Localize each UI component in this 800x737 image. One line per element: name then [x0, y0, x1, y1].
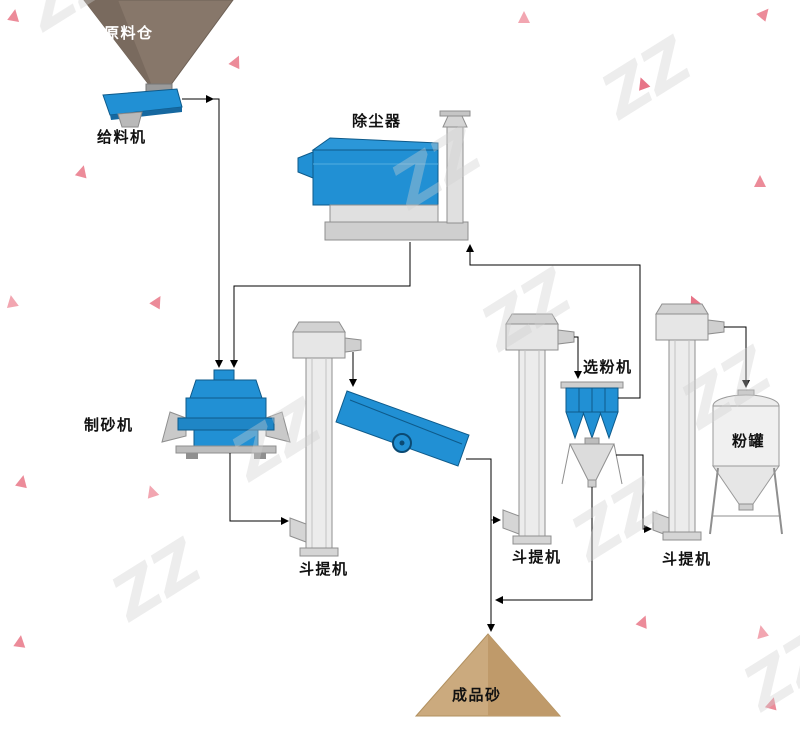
feeder-machine: [102, 88, 183, 128]
watermark: ZZ: [588, 23, 706, 134]
bucket-elevator-3: [652, 303, 725, 541]
label-elevator-2: 斗提机: [512, 548, 562, 566]
label-feeder: 给料机: [97, 128, 147, 146]
label-powder-tank: 粉罐: [732, 432, 766, 450]
flow-classifier-to-product: [495, 487, 593, 604]
flow-dust-return: [230, 242, 411, 368]
flow-classifier-air-duct: [466, 244, 641, 399]
flow-elevator2-to-classifier: [574, 336, 582, 379]
label-classifier: 选粉机: [583, 358, 633, 376]
flow-lines: [182, 95, 750, 632]
powder-classifier-machine: [560, 381, 624, 488]
watermark: ZZ: [468, 255, 586, 366]
flow-screen-to-product: [466, 458, 495, 632]
label-elevator-1: 斗提机: [299, 560, 349, 578]
flow-classifier-to-elevator3: [616, 454, 652, 533]
raw-material-silo: [83, 0, 234, 93]
watermark: ZZ: [558, 465, 676, 576]
label-product-sand: 成品砂: [452, 686, 502, 704]
label-raw-silo: 原料仓: [104, 24, 154, 42]
watermark: ZZ: [98, 525, 216, 636]
flow-sandmaker-to-elevator1: [229, 453, 289, 525]
bucket-elevator-1: [289, 321, 362, 557]
sand-maker-machine: [161, 369, 291, 459]
label-elevator-3: 斗提机: [662, 550, 712, 568]
powder-tank: [709, 389, 783, 535]
bucket-elevator-2: [502, 313, 575, 545]
dust-collector-machine: [297, 110, 471, 241]
flow-feed-to-sandmaker: [213, 98, 223, 368]
label-sand-maker: 制砂机: [84, 416, 134, 434]
vibrating-screen-machine: [335, 390, 470, 467]
flow-elevator3-to-tank: [724, 326, 750, 388]
label-dust-collector: 除尘器: [352, 112, 402, 130]
product-sand-pile: [414, 633, 562, 717]
